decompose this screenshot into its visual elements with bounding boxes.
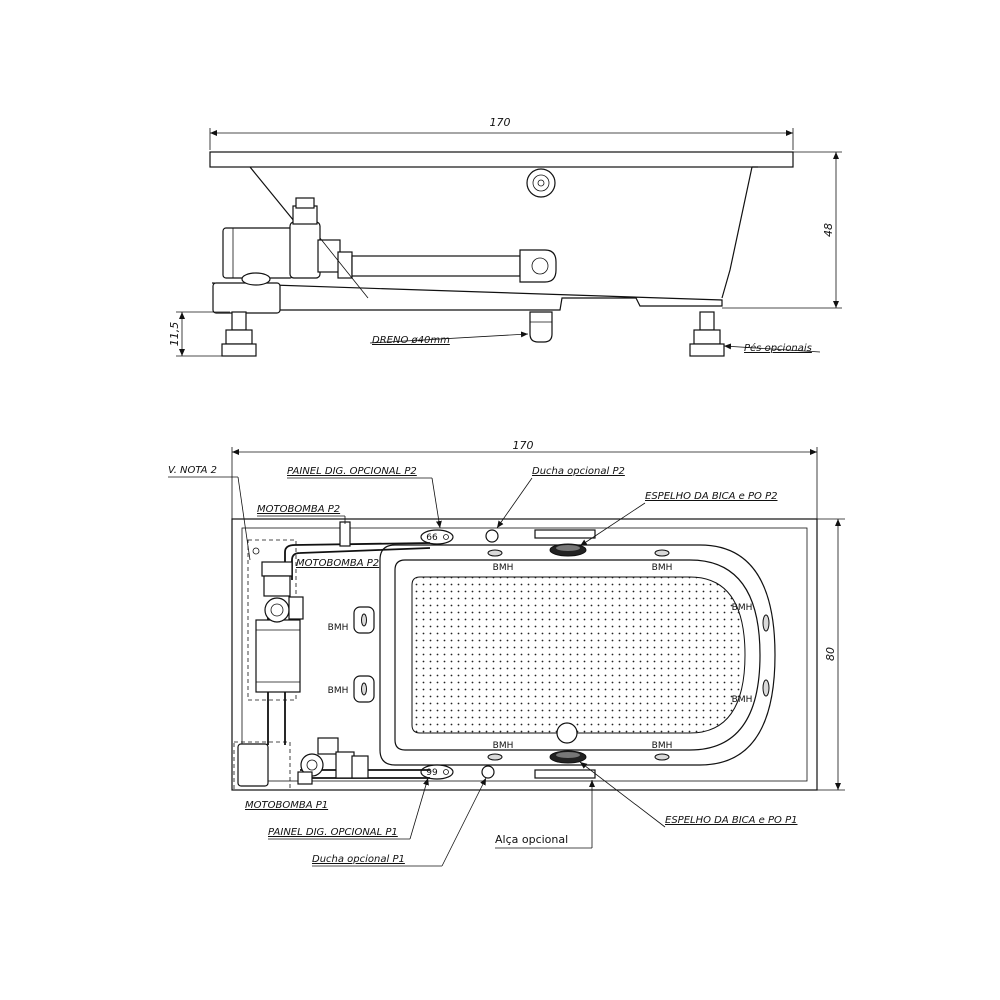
pump-p2: [247, 521, 351, 701]
mirror-p2-label: ESPELHO DA BICA e PO P2: [645, 491, 778, 502]
top-length-value: 170: [513, 439, 534, 452]
jet-label: BMH: [732, 603, 753, 613]
note-label: V. NOTA 2: [168, 465, 217, 476]
drain: [529, 311, 553, 343]
side-length-dimension: 170: [209, 116, 794, 150]
tub-base: [211, 282, 723, 311]
shower-p1: [481, 765, 495, 779]
pump-p1: [233, 737, 369, 791]
side-height-value: 48: [822, 223, 835, 237]
handle-top: [534, 529, 596, 539]
jet: [654, 549, 670, 557]
side-length-value: 170: [490, 116, 511, 129]
side-foot-right: [689, 311, 725, 357]
top-width-value: 80: [824, 647, 837, 661]
jet-label: BMH: [652, 741, 673, 751]
shower-p1-label: Ducha opcional P1: [312, 854, 405, 865]
handle-bottom: [534, 769, 596, 779]
svg-text:99: 99: [426, 768, 438, 778]
top-view: 170 80 BMH BMH BMH BMH: [168, 439, 845, 867]
basin-inner-edge: [394, 559, 761, 751]
basin-drain: [556, 722, 578, 744]
tub-rim: [209, 151, 794, 168]
pump-p1-label: MOTOBOMBA P1: [245, 800, 328, 811]
svg-text:66: 66: [426, 533, 438, 543]
shower-p2-label: Ducha opcional P2: [532, 466, 625, 477]
spout-mirror-p1: [549, 750, 587, 764]
top-outer-rim: [231, 518, 818, 791]
jet-label: BMH: [493, 563, 514, 573]
basin-outer-edge: [379, 544, 776, 766]
jet-label: BMH: [328, 686, 349, 696]
top-length-dimension: 170: [231, 439, 818, 520]
jet: [654, 753, 670, 761]
top-inner-rim: [241, 527, 808, 782]
handle-label: Alça opcional: [495, 833, 568, 846]
jet-label: BMH: [328, 623, 349, 633]
side-feet-value: 11,5: [168, 322, 181, 347]
pump-p2-label-b: MOTOBOMBA P2: [296, 558, 379, 569]
pump-p2-label-a: MOTOBOMBA P2: [257, 504, 340, 515]
jet-label: BMH: [493, 741, 514, 751]
tub-wall: [249, 166, 753, 299]
side-feet-dimension: 11,5: [168, 311, 230, 357]
jet: [762, 679, 770, 697]
panel-p1-label: PAINEL DIG. OPCIONAL P1: [268, 827, 398, 838]
shower-p2: [485, 529, 499, 543]
callouts: V. NOTA 2 PAINEL DIG. OPCIONAL P2 Ducha …: [168, 465, 798, 867]
panel-p2: 66: [420, 529, 454, 545]
basin-floor: [411, 576, 746, 734]
panel-p1: 99: [420, 764, 454, 780]
side-height-dimension: 48: [722, 151, 842, 309]
jet: [487, 753, 503, 761]
spout-mirror-p2: [549, 543, 587, 557]
overflow-fitting: [526, 168, 556, 198]
feet-label: Pés opcionais: [744, 342, 812, 354]
jet: [487, 549, 503, 557]
jet-label: BMH: [652, 563, 673, 573]
jets: BMH BMH BMH BMH BMH BMH BMH BMH: [328, 549, 770, 761]
side-motor-pump: [212, 197, 557, 314]
mirror-p1-label: ESPELHO DA BICA e PO P1: [665, 815, 798, 826]
panel-p2-label: PAINEL DIG. OPCIONAL P2: [287, 466, 417, 477]
side-view: 170: [168, 116, 842, 357]
drain-label: DRENO ø40mm: [372, 335, 450, 346]
jet: [762, 614, 770, 632]
side-foot-left: [221, 311, 257, 357]
top-width-dimension: 80: [817, 518, 845, 791]
jet-label: BMH: [732, 695, 753, 705]
